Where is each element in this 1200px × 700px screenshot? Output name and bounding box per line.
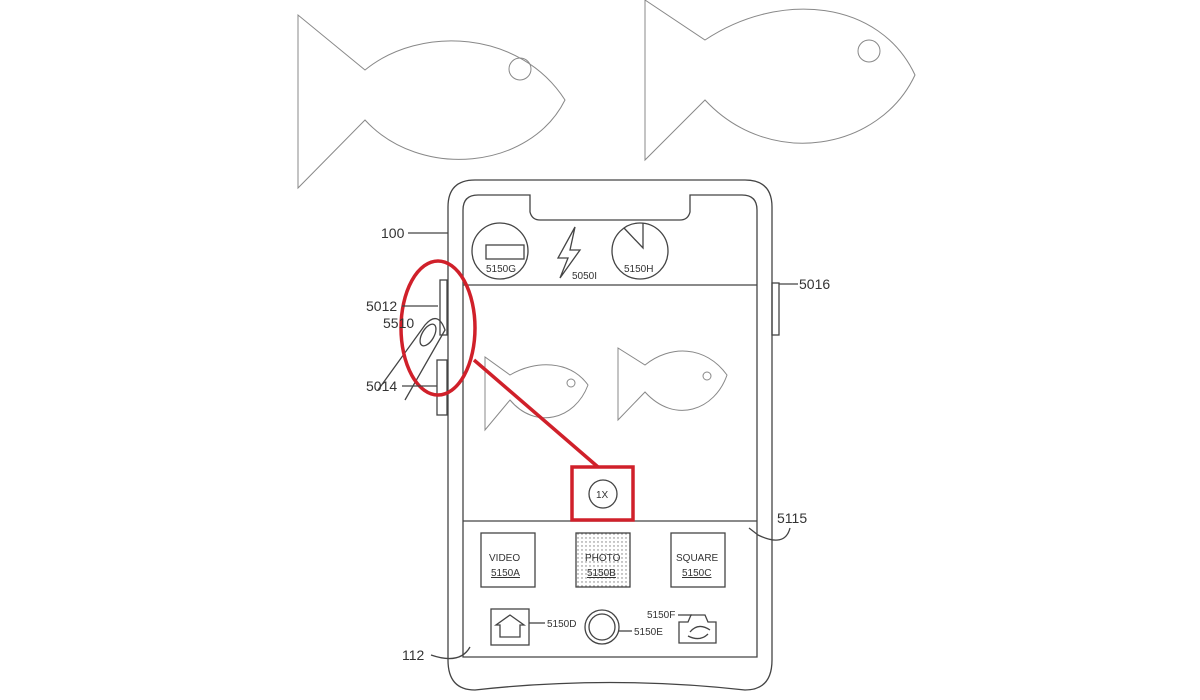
- indicator-left-label: 5150G: [486, 264, 516, 275]
- zoom-button[interactable]: 1X: [588, 479, 618, 509]
- label-device: 100: [381, 225, 405, 241]
- label-side-button: 5016: [799, 276, 830, 292]
- mode-square-ref: 5150C: [682, 568, 711, 579]
- highlight-ellipse: [399, 259, 477, 397]
- finger: [377, 318, 446, 401]
- mode-photo-button[interactable]: PHOTO 5150B: [575, 532, 631, 588]
- indicator-right[interactable]: 5150H: [611, 222, 669, 280]
- mode-photo-name: PHOTO: [585, 553, 621, 564]
- shutter-label: 5150E: [634, 627, 663, 638]
- viewfinder-fish-left: [484, 356, 589, 432]
- label-button-lower: 5014: [366, 378, 397, 394]
- fish-right-large: [644, 0, 916, 162]
- volume-down-button[interactable]: [436, 359, 448, 416]
- indicator-left[interactable]: 5150G: [471, 222, 529, 280]
- label-camera-ui: 5115: [777, 510, 807, 526]
- flash-label: 5050I: [572, 271, 597, 282]
- label-finger: 5510: [383, 315, 414, 331]
- mode-video-button[interactable]: VIDEO 5150A: [480, 532, 536, 588]
- mode-square-name: SQUARE: [676, 553, 719, 564]
- zoom-label: 1X: [596, 490, 609, 501]
- side-button[interactable]: [771, 282, 780, 336]
- mode-square-button[interactable]: SQUARE 5150C: [670, 532, 726, 588]
- mode-video-ref: 5150A: [491, 568, 520, 579]
- switch-camera-icon: [687, 625, 711, 640]
- home-label: 5150D: [547, 619, 576, 630]
- label-touch-screen: 112: [402, 647, 425, 663]
- volume-up-button[interactable]: [439, 279, 448, 336]
- mode-video-name: VIDEO: [489, 553, 520, 564]
- phone-device: [436, 179, 798, 691]
- highlight-box: [570, 465, 635, 522]
- switch-camera-button[interactable]: 5150F: [647, 610, 717, 644]
- label-button-upper: 5012: [366, 298, 397, 314]
- mode-photo-ref: 5150B: [587, 568, 616, 579]
- viewfinder-fish-right: [617, 347, 728, 422]
- home-button[interactable]: 5150D: [490, 608, 576, 646]
- fish-left-large: [297, 13, 566, 190]
- flash-icon[interactable]: 5050I: [556, 226, 597, 282]
- switch-camera-label: 5150F: [647, 610, 675, 621]
- highlight-annotation: [399, 259, 635, 522]
- home-icon: [493, 614, 527, 638]
- highlight-connector: [472, 358, 600, 469]
- shutter-button[interactable]: 5150E: [584, 609, 663, 645]
- indicator-right-label: 5150H: [624, 264, 653, 275]
